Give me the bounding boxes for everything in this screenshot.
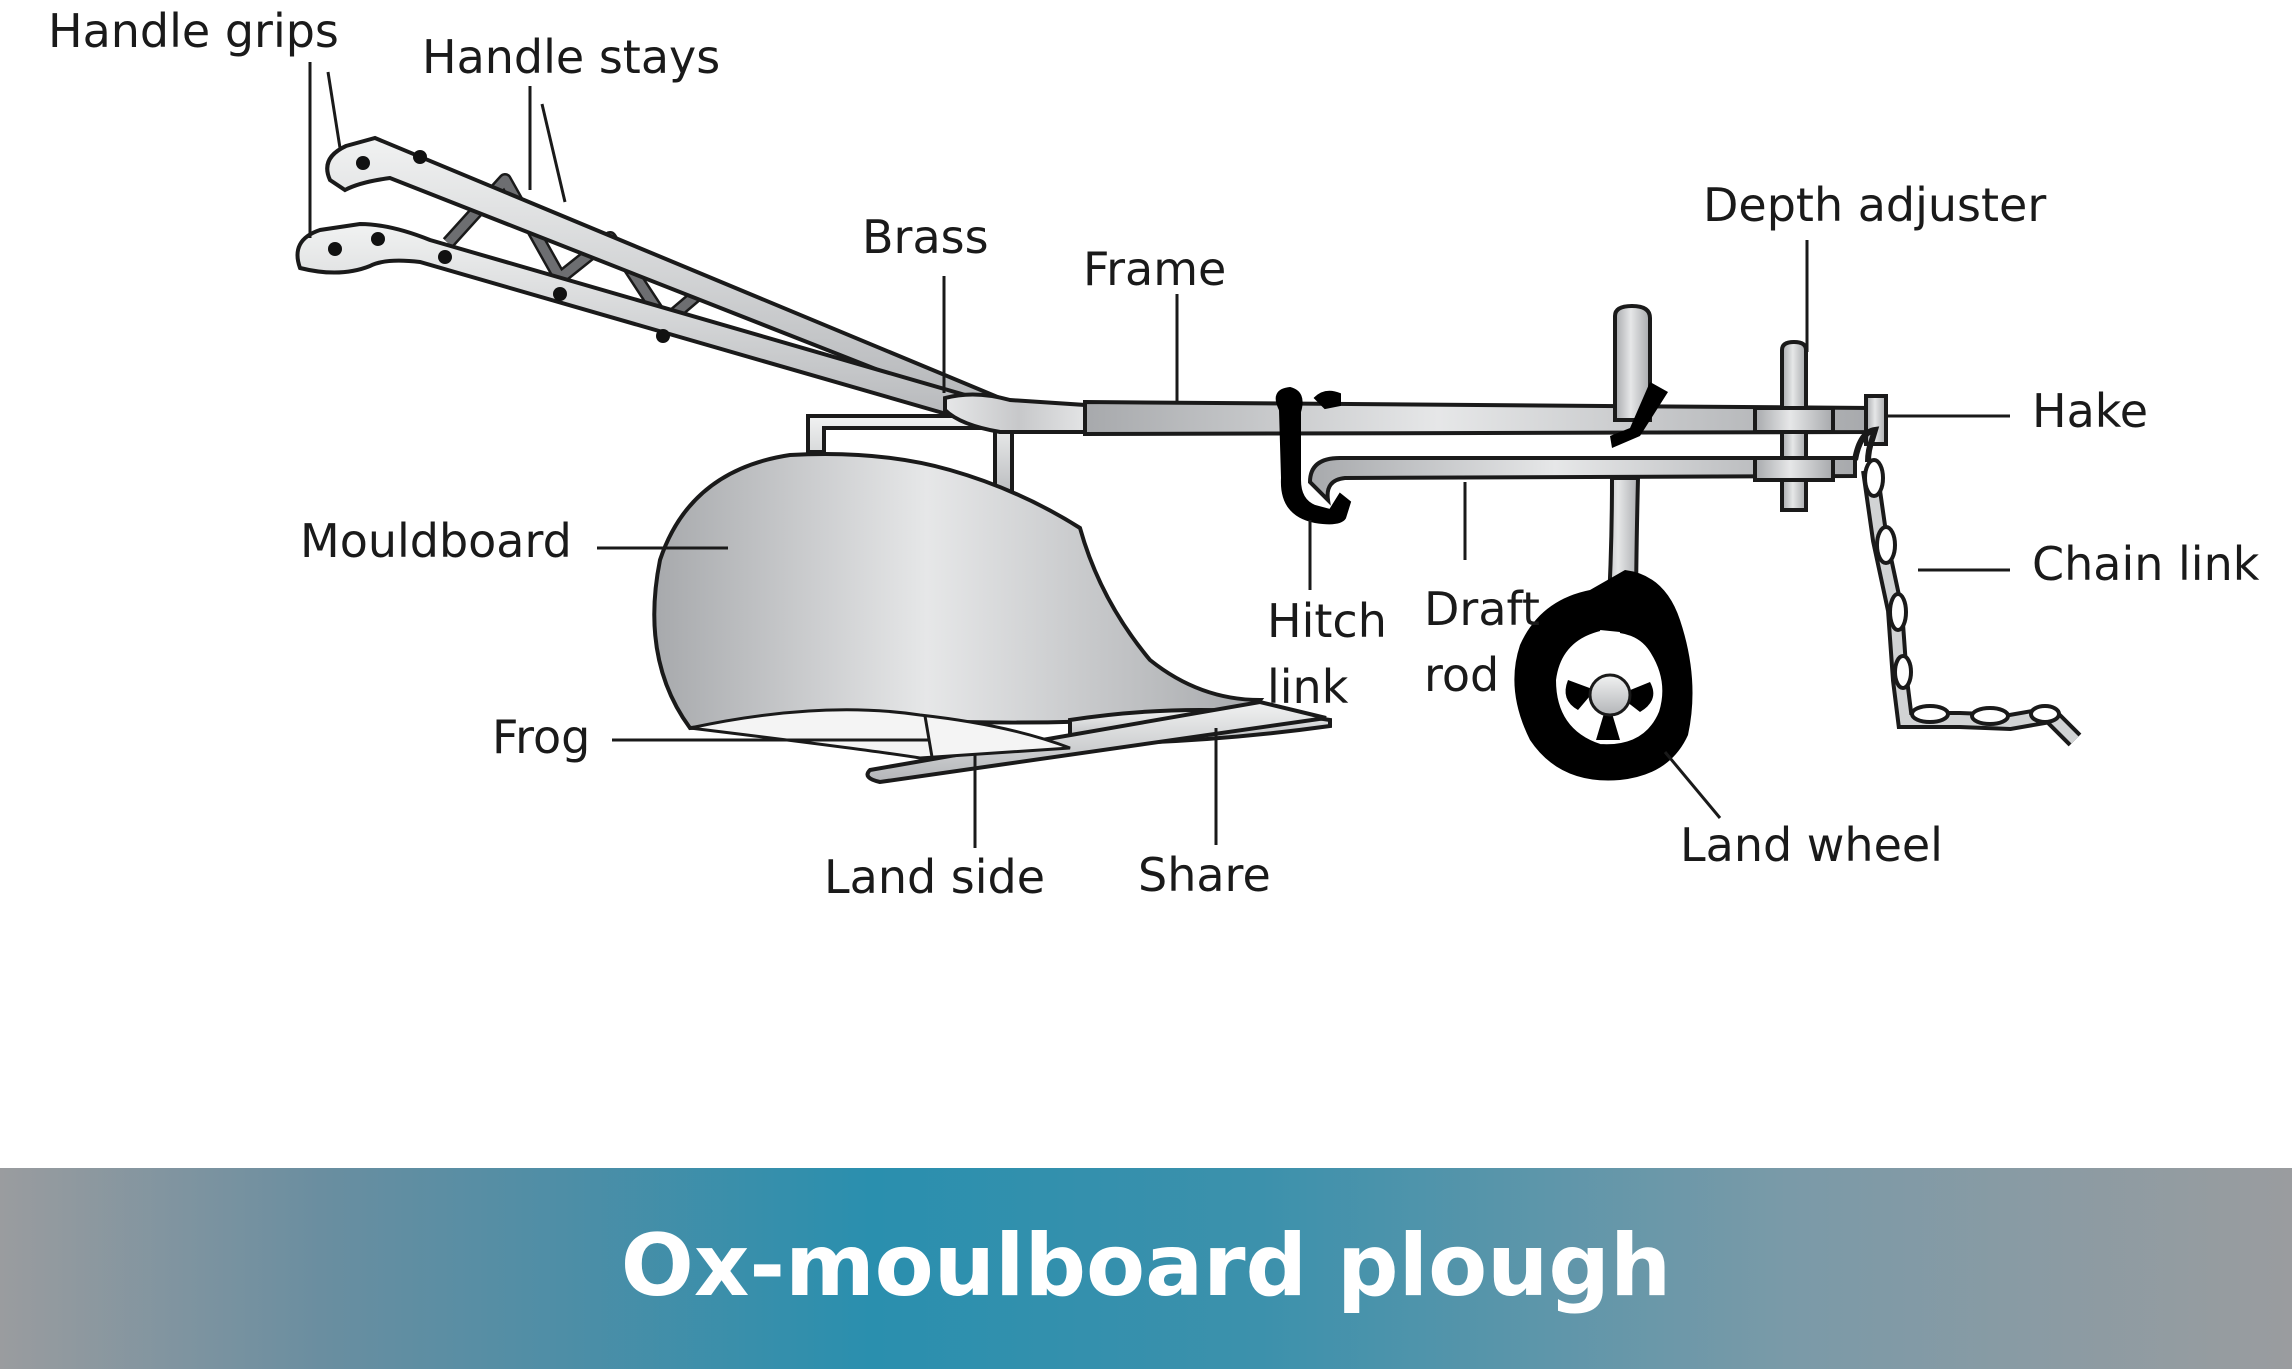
label-chain-link: Chain link: [2032, 537, 2260, 591]
land-wheel: [1514, 570, 1693, 781]
plough-diagram: [295, 62, 2082, 848]
land-side: [865, 699, 1327, 785]
chain-link-holes: [1863, 458, 2061, 726]
label-frame: Frame: [1083, 242, 1227, 296]
handle-holes: [328, 150, 670, 343]
title-banner: Ox-moulboard plough: [0, 1168, 2292, 1369]
upper-handle: [325, 135, 1004, 415]
label-hitch: Hitch: [1267, 594, 1387, 648]
label-brass: Brass: [862, 210, 989, 264]
label-depth-adjuster: Depth adjuster: [1703, 178, 2047, 232]
mouldboard: [652, 452, 1265, 731]
upright-hook: [1610, 382, 1668, 448]
label-land-side: Land side: [824, 850, 1046, 904]
draft-rod: [1307, 456, 1857, 506]
label-link: link: [1267, 660, 1349, 714]
hake-hook: [1852, 426, 1880, 463]
frame-beam: [1083, 399, 1872, 437]
hitch-link: [1275, 386, 1352, 525]
label-draft: Draft: [1424, 582, 1540, 636]
leader-lines: [308, 62, 2010, 848]
label-handle-grips: Handle grips: [48, 4, 339, 58]
hitch-link-back: [1313, 390, 1341, 410]
label-rod: rod: [1424, 648, 1500, 702]
diagram-title: Ox-moulboard plough: [620, 1215, 1672, 1316]
label-handle-stays: Handle stays: [422, 30, 721, 84]
label-mouldboard: Mouldboard: [300, 514, 572, 568]
label-frog: Frog: [492, 710, 591, 764]
frog-post: [923, 715, 934, 758]
label-hake: Hake: [2032, 384, 2149, 438]
label-share: Share: [1138, 848, 1271, 902]
frog: [689, 708, 1071, 760]
upright-rod: [1613, 303, 1652, 422]
label-land-wheel: Land wheel: [1680, 818, 1943, 872]
depth-adjuster: [1753, 339, 1835, 512]
